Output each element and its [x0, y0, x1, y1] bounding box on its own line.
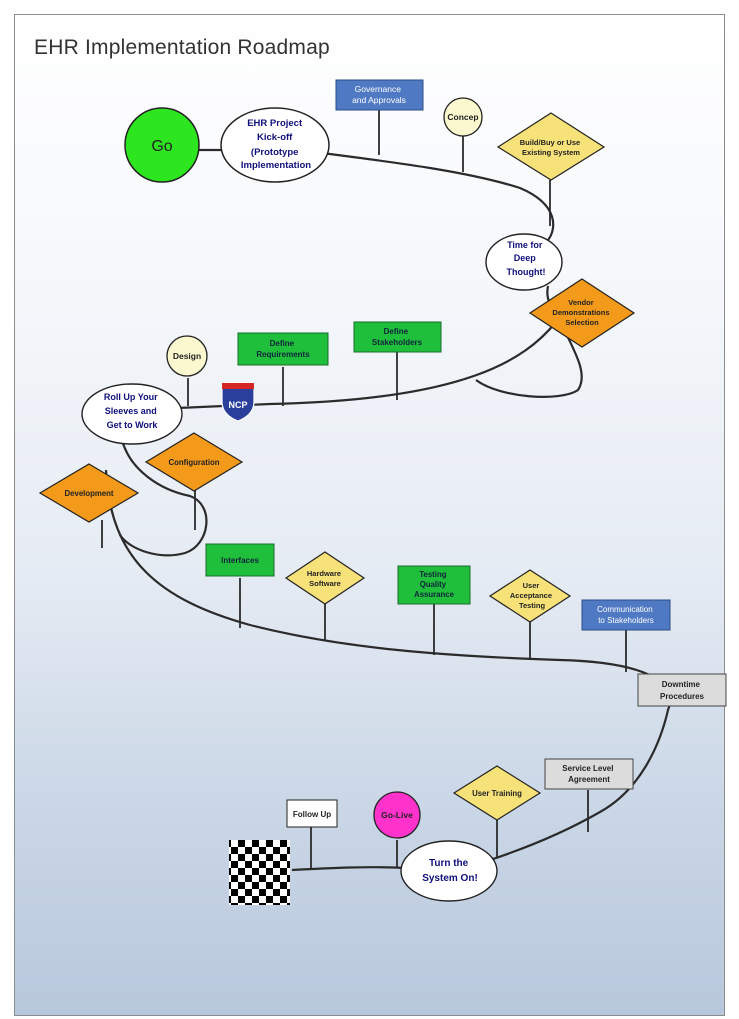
downtime-line-2: Procedures — [660, 692, 705, 701]
kickoff-line-4: Implementation — [241, 160, 311, 171]
downtime-line-1: Downtime — [662, 680, 701, 689]
concept-node: Concep — [443, 97, 483, 137]
define-requirements-sign: Define Requirements — [237, 332, 329, 366]
svg-text:Roll Up Your Sleeves and: Roll Up Your Sleeves and Get to Work — [104, 392, 160, 430]
roll-up-line-1: Roll Up Your — [104, 392, 158, 402]
road — [104, 148, 671, 872]
finish-checkered-flag — [229, 840, 290, 905]
page-title: EHR Implementation Roadmap — [34, 36, 330, 59]
turn-on-line-2: System On! — [422, 873, 478, 884]
user-acceptance-line-2: Acceptance — [510, 591, 552, 600]
roll-up-line-3: Get to Work — [107, 420, 159, 430]
testing-qa-sign: Testing Quality Assurance — [397, 565, 471, 605]
roadmap-frame — [14, 14, 725, 1016]
ncp-label: NCP — [228, 400, 247, 410]
deep-thought-line-2: Deep — [514, 253, 537, 263]
service-level-sign: Service Level Agreement — [544, 758, 634, 790]
go-live-label: Go-Live — [381, 810, 413, 820]
development-label: Development — [65, 489, 114, 498]
kickoff-line-2: Kick-off — [257, 132, 293, 143]
road-main-sweep — [104, 469, 671, 862]
vendor-selection-decision: Vendor Demonstrations Selection — [528, 278, 636, 348]
kickoff-line-1: EHR Project — [247, 118, 303, 129]
svg-text:Service Level Agreement: Service Level Agreement — [562, 764, 615, 784]
deep-thought-node: Time for Deep Thought! — [485, 233, 563, 291]
kickoff-line-3: (Prototype — [251, 147, 299, 158]
turn-on-line-1: Turn the — [429, 858, 469, 869]
user-acceptance-line-1: User — [523, 581, 540, 590]
follow-up-label: Follow Up — [293, 810, 331, 819]
governance-line-2: and Approvals — [352, 95, 406, 105]
road-finish — [291, 866, 407, 872]
vendor-line-1: Vendor — [568, 298, 594, 307]
svg-text:EHR Project Kick-off: EHR Project Kick-off (Prototype Implemen… — [241, 118, 311, 171]
communication-line-2: to Stakeholders — [598, 616, 654, 625]
svg-text:Vendor Demonstrations: Vendor Demonstrations Selection — [552, 298, 611, 327]
configuration-label: Configuration — [168, 458, 219, 467]
define-stakeholders-line-2: Stakeholders — [372, 338, 423, 347]
svg-text:Communication to Stakeho: Communication to Stakeholders — [597, 605, 655, 625]
testing-line-2: Quality — [420, 580, 447, 589]
governance-sign: Governance and Approvals — [335, 79, 424, 111]
define-stakeholders-line-1: Define — [384, 327, 409, 336]
testing-line-3: Assurance — [414, 590, 455, 599]
testing-line-1: Testing — [419, 570, 446, 579]
roll-up-line-2: Sleeves and — [105, 406, 157, 416]
define-requirements-line-2: Requirements — [256, 350, 310, 359]
svg-text:Downtime Procedures: Downtime Procedures — [660, 680, 705, 701]
communication-sign: Communication to Stakeholders — [581, 599, 671, 631]
service-level-line-2: Agreement — [568, 775, 610, 784]
hardware-line-1: Hardware — [307, 569, 341, 578]
vendor-line-2: Demonstrations — [552, 308, 609, 317]
svg-text:Testing Quality As: Testing Quality Assurance — [414, 570, 455, 599]
vendor-line-3: Selection — [565, 318, 599, 327]
follow-up-sign: Follow Up — [286, 799, 338, 828]
downtime-procedures-sign: Downtime Procedures — [637, 673, 727, 707]
svg-text:Define Requirements: Define Requirements — [256, 339, 310, 359]
go-label: Go — [151, 138, 172, 155]
interfaces-sign: Interfaces — [205, 543, 275, 577]
build-buy-line-1: Build/Buy or Use — [520, 138, 580, 147]
governance-line-1: Governance — [355, 84, 402, 94]
user-acceptance-decision: User Acceptance Testing — [488, 569, 572, 623]
deep-thought-line-3: Thought! — [507, 267, 546, 277]
svg-text:Turn the System On!: Turn the System On! — [422, 858, 478, 884]
svg-text:Hardware Software: Hardware Software — [307, 569, 343, 588]
development-decision: Development — [38, 463, 140, 523]
configuration-decision: Configuration — [144, 432, 244, 492]
road-loop-rollup — [119, 439, 208, 557]
svg-text:Governance and Approvals: Governance and Approvals — [352, 84, 406, 105]
user-acceptance-line-3: Testing — [519, 601, 546, 610]
user-training-label: User Training — [472, 789, 522, 798]
roll-up-node: Roll Up Your Sleeves and Get to Work — [81, 383, 183, 445]
go-live-node: Go-Live — [373, 791, 421, 839]
go-node: Go — [124, 107, 200, 183]
turn-system-on-node: Turn the System On! — [400, 840, 498, 902]
define-stakeholders-sign: Define Stakeholders — [353, 321, 442, 353]
road-loop-vendor — [177, 321, 557, 410]
design-label: Design — [173, 351, 201, 361]
svg-text:Time for Deep Thou: Time for Deep Thought! — [507, 240, 546, 277]
communication-line-1: Communication — [597, 605, 653, 614]
svg-text:Define Stakeholders: Define Stakeholders — [372, 327, 423, 347]
define-requirements-line-1: Define — [270, 339, 295, 348]
interfaces-label: Interfaces — [221, 556, 259, 565]
user-training-decision: User Training — [452, 765, 542, 821]
service-level-line-1: Service Level — [562, 764, 613, 773]
ncp-shield: NCP — [221, 382, 255, 422]
build-buy-line-2: Existing System — [522, 148, 580, 157]
svg-text:Build/Buy or Use Existin: Build/Buy or Use Existing System — [520, 138, 583, 157]
road-segment-top — [321, 151, 555, 241]
sign-posts — [101, 110, 627, 868]
road-loop-vendor-tail — [475, 319, 583, 398]
hardware-line-2: Software — [309, 579, 341, 588]
deep-thought-line-1: Time for — [507, 240, 543, 250]
design-node: Design — [166, 335, 208, 377]
build-buy-decision: Build/Buy or Use Existing System — [496, 112, 606, 181]
svg-text:User Acceptance Te: User Acceptance Testing — [510, 581, 554, 610]
hardware-software-decision: Hardware Software — [284, 551, 366, 605]
kickoff-node: EHR Project Kick-off (Prototype Implemen… — [220, 107, 330, 183]
concept-label: Concep — [447, 112, 478, 122]
